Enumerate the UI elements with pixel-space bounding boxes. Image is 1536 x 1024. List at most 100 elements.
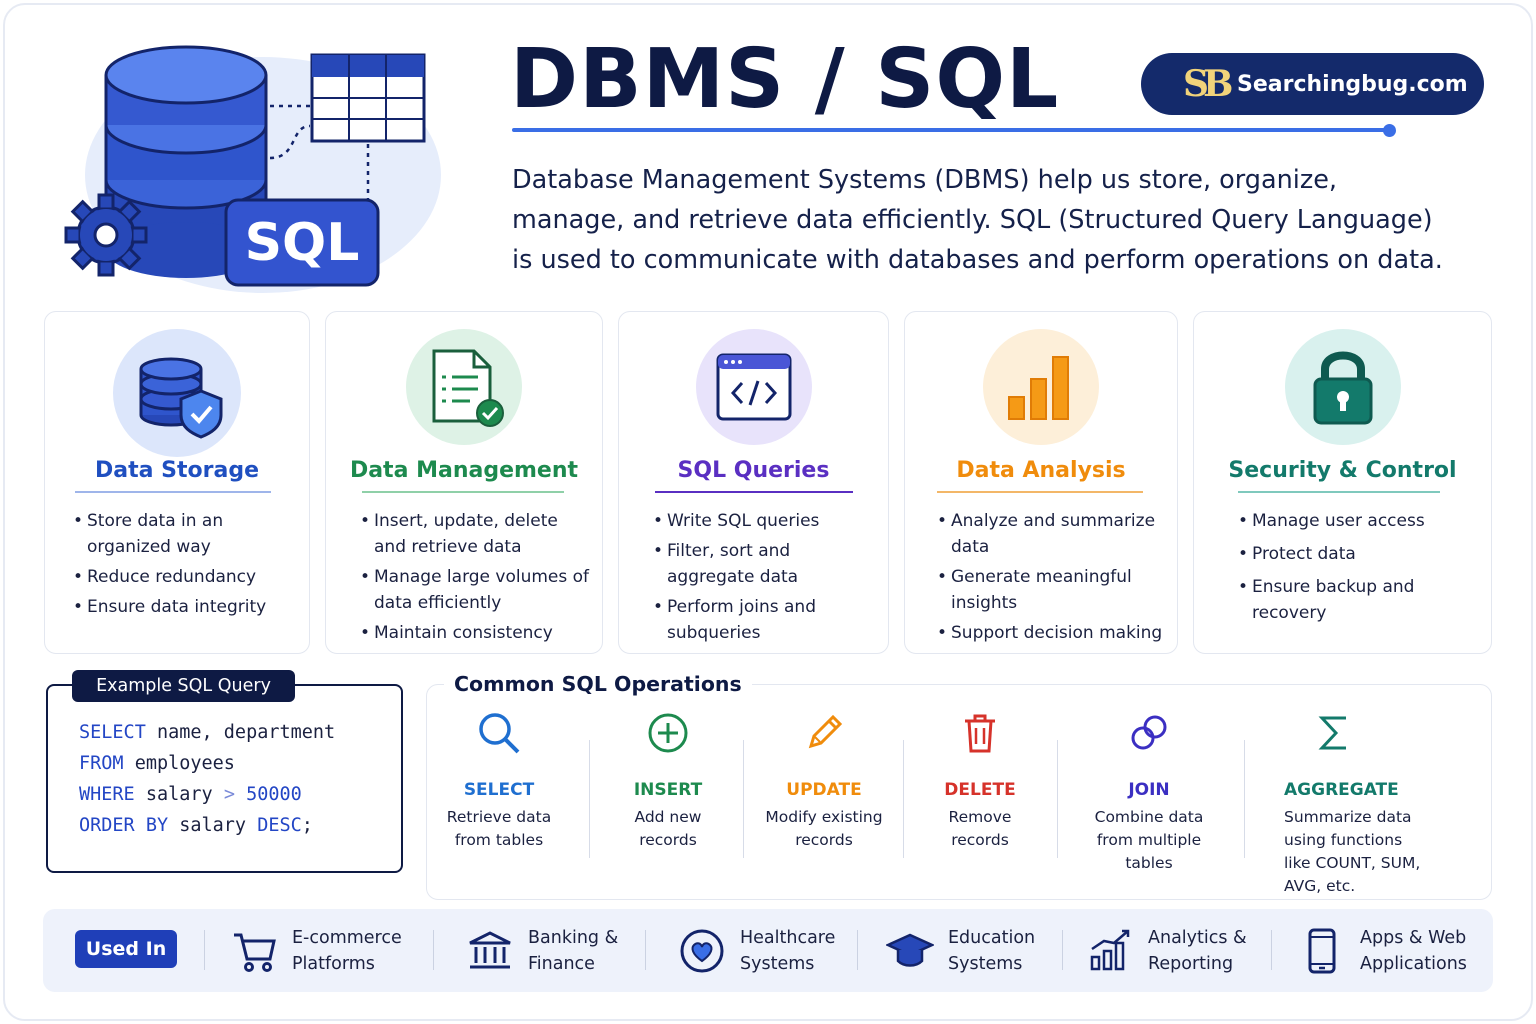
operation-join[interactable]: JOIN Combine data from multiple tables bbox=[1089, 710, 1209, 875]
example-sql-box bbox=[46, 684, 403, 873]
sql-keyword: SELECT bbox=[79, 722, 146, 743]
used-in-ecommerce[interactable]: E-commerce Platforms bbox=[230, 925, 402, 977]
feature-bullets: Write SQL queries Filter, sort and aggre… bbox=[653, 508, 873, 650]
common-operations-box bbox=[426, 684, 1492, 900]
operation-select[interactable]: SELECT Retrieve data from tables bbox=[440, 710, 558, 852]
bullet-item: Reduce redundancy bbox=[73, 564, 293, 590]
bullet-item: Store data in an organized way bbox=[73, 508, 293, 560]
page-frame bbox=[3, 3, 1533, 1021]
sql-line: WHERE salary > 50000 bbox=[79, 779, 335, 810]
used-in-divider bbox=[857, 930, 858, 970]
page-title: DBMS / SQL bbox=[510, 32, 1060, 127]
plus-circle-icon bbox=[648, 713, 688, 753]
feature-title: Security & Control bbox=[1228, 458, 1457, 483]
bullet-item: Ensure data integrity bbox=[73, 594, 293, 620]
feature-card-sql-queries: SQL Queries Write SQL queries Filter, so… bbox=[618, 311, 889, 654]
bullet-item: Analyze and summarize data bbox=[937, 508, 1167, 560]
operation-delete[interactable]: DELETE Remove records bbox=[930, 710, 1030, 852]
used-in-item-label: Apps & Web Applications bbox=[1360, 928, 1467, 974]
database-shield-icon bbox=[113, 329, 241, 457]
sql-text: employees bbox=[123, 753, 235, 774]
sql-line: FROM employees bbox=[79, 748, 335, 779]
operation-name: JOIN bbox=[1128, 780, 1170, 800]
sql-number: 50000 bbox=[234, 784, 302, 805]
document-check-icon bbox=[406, 329, 522, 445]
used-in-apps[interactable]: Apps & Web Applications bbox=[1298, 925, 1467, 977]
sigma-icon bbox=[1318, 716, 1346, 750]
common-operations-title: Common SQL Operations bbox=[444, 672, 752, 696]
bullet-item: Manage user access bbox=[1238, 508, 1468, 534]
graduation-cap-icon bbox=[886, 933, 934, 967]
used-in-item-label: E-commerce Platforms bbox=[292, 928, 402, 974]
used-in-analytics[interactable]: Analytics & Reporting bbox=[1086, 925, 1247, 977]
brand-name: Searchingbug.com bbox=[1237, 71, 1468, 97]
link-icon bbox=[1131, 715, 1167, 750]
used-in-item-label: Healthcare Systems bbox=[740, 928, 836, 974]
used-in-divider bbox=[204, 930, 205, 970]
feature-card-security: Security & Control Manage user access Pr… bbox=[1193, 311, 1492, 654]
bank-icon bbox=[469, 931, 511, 969]
feature-bullets: Store data in an organized way Reduce re… bbox=[73, 508, 293, 624]
used-in-divider bbox=[645, 930, 646, 970]
sql-text: name, department bbox=[145, 722, 336, 743]
operation-divider bbox=[903, 740, 904, 858]
operation-desc: Summarize data using functions like COUN… bbox=[1284, 808, 1421, 895]
feature-title: Data Storage bbox=[95, 458, 259, 483]
operation-desc: Remove records bbox=[948, 808, 1012, 849]
code-window-icon bbox=[695, 329, 812, 445]
sql-line: SELECT name, department bbox=[79, 717, 335, 748]
operation-update[interactable]: UPDATE Modify existing records bbox=[765, 710, 883, 852]
operation-divider bbox=[1057, 740, 1058, 858]
database-hero-illustration: SQL bbox=[64, 45, 441, 293]
feature-title: SQL Queries bbox=[677, 458, 830, 483]
operation-insert[interactable]: INSERT Add new records bbox=[618, 710, 718, 852]
feature-title-rule bbox=[75, 491, 271, 493]
brand-logo-icon: SB bbox=[1183, 63, 1233, 105]
sql-text: salary bbox=[134, 784, 224, 805]
used-in-bar bbox=[43, 909, 1493, 992]
sql-operator: > bbox=[223, 784, 235, 805]
operation-divider bbox=[589, 740, 590, 858]
operation-desc: Add new records bbox=[634, 808, 702, 849]
cart-icon bbox=[234, 933, 276, 972]
heart-icon bbox=[680, 929, 724, 973]
magnifier-icon bbox=[479, 713, 520, 754]
brand-pill[interactable]: SB Searchingbug.com bbox=[1141, 53, 1484, 115]
bar-chart-icon bbox=[983, 329, 1099, 445]
operation-aggregate[interactable]: AGGREGATE Summarize data using functions… bbox=[1284, 710, 1424, 898]
used-in-label: Used In bbox=[75, 930, 177, 968]
sql-hero-badge: SQL bbox=[245, 213, 360, 273]
operation-divider bbox=[743, 740, 744, 858]
bullet-item: Filter, sort and aggregate data bbox=[653, 538, 873, 590]
gear-icon bbox=[64, 193, 148, 277]
feature-bullets: Manage user access Protect data Ensure b… bbox=[1238, 508, 1468, 630]
used-in-item-label: Banking & Finance bbox=[528, 928, 619, 974]
sql-keyword: WHERE bbox=[79, 784, 135, 805]
operation-desc: Retrieve data from tables bbox=[446, 808, 552, 849]
title-underline bbox=[512, 128, 1392, 132]
bullet-item: Insert, update, delete and retrieve data bbox=[360, 508, 590, 560]
used-in-education[interactable]: Education Systems bbox=[886, 925, 1035, 977]
feature-card-data-analysis: Data Analysis Analyze and summarize data… bbox=[904, 311, 1178, 654]
operation-desc: Modify existing records bbox=[765, 808, 883, 849]
feature-title-rule bbox=[655, 491, 853, 493]
pencil-icon bbox=[808, 714, 843, 749]
used-in-item-label: Education Systems bbox=[948, 928, 1036, 974]
feature-title-rule bbox=[1238, 491, 1440, 493]
table-grid-icon bbox=[269, 53, 426, 200]
sql-line: ORDER BY salary DESC; bbox=[79, 810, 335, 841]
bullet-item: Manage large volumes of data efficiently bbox=[360, 564, 590, 616]
used-in-healthcare[interactable]: Healthcare Systems bbox=[678, 925, 835, 977]
phone-icon bbox=[1308, 928, 1336, 974]
bullet-item: Protect data bbox=[1238, 541, 1468, 567]
operation-name: DELETE bbox=[944, 780, 1016, 800]
sql-keyword: DESC bbox=[257, 815, 302, 836]
trash-icon bbox=[965, 714, 995, 753]
used-in-banking[interactable]: Banking & Finance bbox=[466, 925, 618, 977]
sql-keyword: FROM bbox=[79, 753, 124, 774]
bullet-item: Support decision making bbox=[937, 620, 1167, 646]
used-in-divider bbox=[433, 930, 434, 970]
bullet-item: Write SQL queries bbox=[653, 508, 873, 534]
feature-title-rule bbox=[937, 491, 1143, 493]
